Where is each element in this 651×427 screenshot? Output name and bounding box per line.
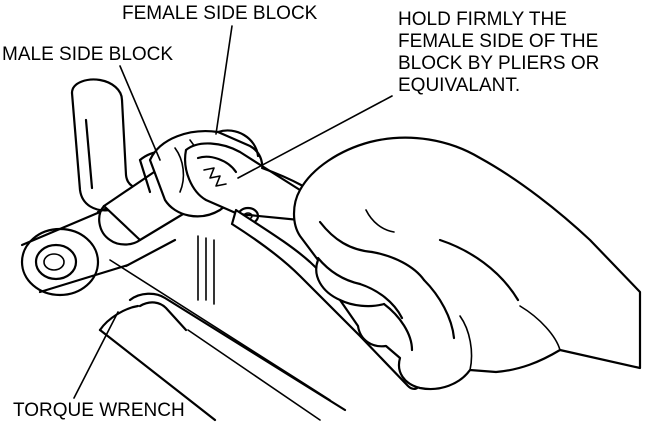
- hand: [292, 136, 642, 391]
- leader-hold-instruction: [237, 95, 393, 179]
- hold-instruction-line: EQUIVALANT.: [398, 75, 521, 96]
- leader-female-side-block: [215, 25, 233, 135]
- male-side-block-label: MALE SIDE BLOCK: [2, 44, 174, 65]
- hold-instruction-line: FEMALE SIDE OF THE: [398, 31, 599, 52]
- hold-instruction-line: HOLD FIRMLY THE: [398, 9, 567, 30]
- pipe: [70, 78, 147, 212]
- hold-instruction-line: BLOCK BY PLIERS OR: [398, 53, 600, 74]
- leader-male-side-block: [119, 65, 161, 161]
- leader-lines: [73, 25, 393, 399]
- torque-wrench-label: TORQUE WRENCH: [13, 400, 185, 421]
- leader-torque-wrench: [73, 311, 119, 399]
- female-side-block-label: FEMALE SIDE BLOCK: [122, 3, 318, 24]
- mounting-lines: [197, 235, 215, 305]
- hold-instruction-label: HOLD FIRMLY THE FEMALE SIDE OF THE BLOCK…: [398, 9, 599, 97]
